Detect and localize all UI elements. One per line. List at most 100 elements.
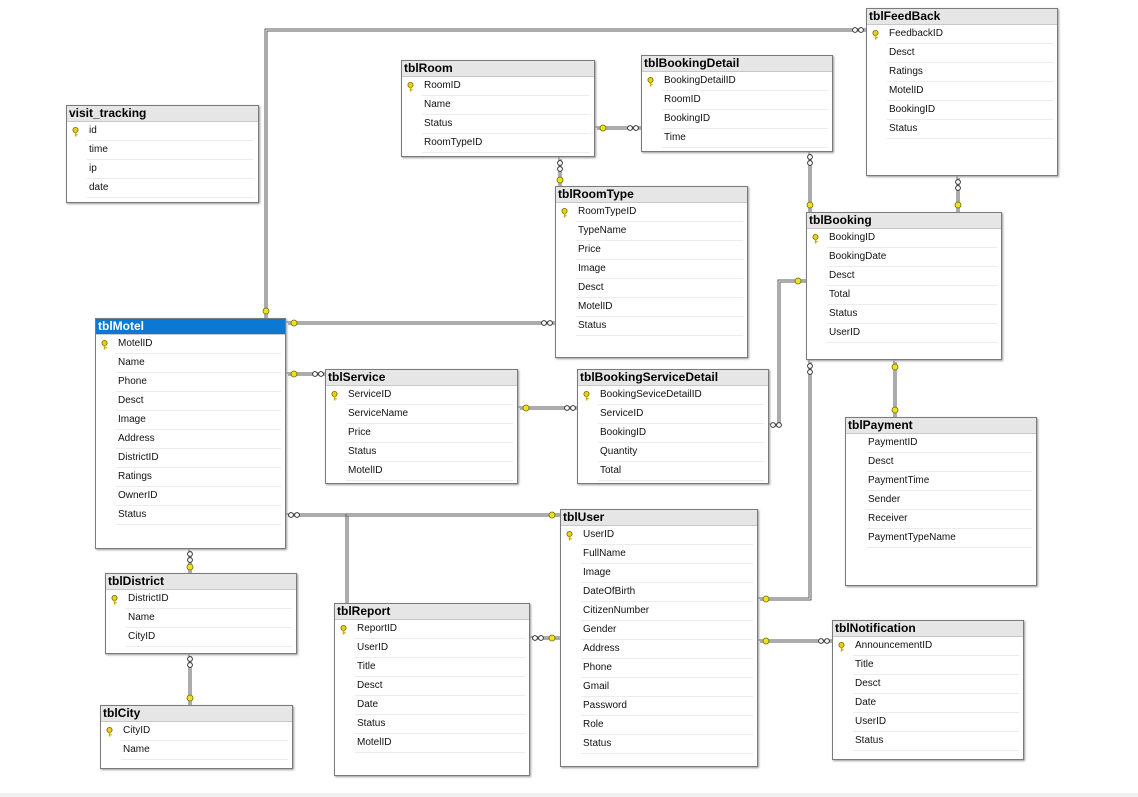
column-row[interactable]: BookingID (812, 229, 997, 248)
column-row[interactable]: Status (346, 443, 513, 462)
column-row[interactable]: Desct (576, 279, 743, 298)
column-row[interactable]: ServiceName (346, 405, 513, 424)
column-row[interactable]: BookingID (662, 110, 828, 129)
column-row[interactable]: UserID (827, 324, 997, 343)
rel-user-booking[interactable] (758, 360, 810, 599)
column-row[interactable]: Status (887, 120, 1053, 139)
column-row[interactable]: AnnouncementID (838, 637, 1019, 656)
column-row[interactable]: date (87, 179, 254, 198)
column-row[interactable]: ServiceID (331, 386, 513, 405)
table-title[interactable]: tblRoomType (556, 187, 747, 203)
column-row[interactable]: Date (355, 696, 525, 715)
column-row[interactable]: PaymentID (866, 434, 1032, 453)
column-row[interactable]: BookingSeviceDetailID (583, 386, 764, 405)
table-title[interactable]: tblRoom (402, 61, 594, 77)
column-row[interactable]: Desct (116, 392, 281, 411)
table-title[interactable]: tblMotel (96, 319, 285, 335)
column-row[interactable]: Time (662, 129, 828, 148)
column-row[interactable]: BookingID (598, 424, 764, 443)
column-row[interactable]: DateOfBirth (581, 583, 753, 602)
column-row[interactable]: Status (827, 305, 997, 324)
column-row[interactable]: Total (827, 286, 997, 305)
column-row[interactable]: Status (355, 715, 525, 734)
column-row[interactable]: Address (581, 640, 753, 659)
column-row[interactable]: Phone (116, 373, 281, 392)
column-row[interactable]: Name (121, 741, 288, 760)
column-row[interactable]: Image (576, 260, 743, 279)
column-row[interactable]: FullName (581, 545, 753, 564)
column-row[interactable]: Gmail (581, 678, 753, 697)
table-title[interactable]: tblBookingServiceDetail (578, 370, 768, 386)
column-row[interactable]: BookingDetailID (647, 72, 828, 91)
column-row[interactable]: FeedbackID (872, 25, 1053, 44)
column-row[interactable]: Status (422, 115, 590, 134)
column-row[interactable]: Desct (866, 453, 1032, 472)
table-title[interactable]: tblUser (561, 510, 757, 526)
column-row[interactable]: CityID (106, 722, 288, 741)
column-row[interactable]: Status (853, 732, 1019, 751)
column-row[interactable]: PaymentTypeName (866, 529, 1032, 548)
table-title[interactable]: tblBooking (807, 213, 1001, 229)
column-row[interactable]: RoomTypeID (561, 203, 743, 222)
column-row[interactable]: UserID (355, 639, 525, 658)
column-row[interactable]: ReportID (340, 620, 525, 639)
column-row[interactable]: UserID (566, 526, 753, 545)
column-row[interactable]: time (87, 141, 254, 160)
column-row[interactable]: UserID (853, 713, 1019, 732)
column-row[interactable]: Sender (866, 491, 1032, 510)
column-row[interactable]: Name (422, 96, 590, 115)
column-row[interactable]: Ratings (887, 63, 1053, 82)
table-title[interactable]: tblService (326, 370, 517, 386)
column-row[interactable]: Title (355, 658, 525, 677)
column-row[interactable]: MotelID (346, 462, 513, 481)
column-row[interactable]: CitizenNumber (581, 602, 753, 621)
column-row[interactable]: RoomID (662, 91, 828, 110)
column-row[interactable]: Total (598, 462, 764, 481)
column-row[interactable]: Desct (887, 44, 1053, 63)
table-title[interactable]: tblCity (101, 706, 292, 722)
column-row[interactable]: Receiver (866, 510, 1032, 529)
column-row[interactable]: Price (576, 241, 743, 260)
rel-motel-feedback[interactable] (264, 28, 866, 318)
column-row[interactable]: BookingDate (827, 248, 997, 267)
column-row[interactable]: Price (346, 424, 513, 443)
rel-booking-bookingservicedetail[interactable] (769, 279, 806, 425)
column-row[interactable]: ip (87, 160, 254, 179)
table-title[interactable]: tblFeedBack (867, 9, 1057, 25)
table-title[interactable]: tblReport (335, 604, 529, 620)
column-row[interactable]: DistrictID (111, 590, 292, 609)
table-title[interactable]: visit_tracking (67, 106, 258, 122)
column-row[interactable]: Status (576, 317, 743, 336)
column-row[interactable]: Desct (355, 677, 525, 696)
column-row[interactable]: RoomTypeID (422, 134, 590, 153)
column-row[interactable]: MotelID (355, 734, 525, 753)
table-title[interactable]: tblNotification (833, 621, 1023, 637)
column-row[interactable]: Quantity (598, 443, 764, 462)
column-row[interactable]: Desct (853, 675, 1019, 694)
column-row[interactable]: Ratings (116, 468, 281, 487)
column-row[interactable]: TypeName (576, 222, 743, 241)
column-row[interactable]: ServiceID (598, 405, 764, 424)
column-row[interactable]: MotelID (101, 335, 281, 354)
column-row[interactable]: CityID (126, 628, 292, 647)
column-row[interactable]: Name (126, 609, 292, 628)
table-title[interactable]: tblPayment (846, 418, 1036, 434)
column-row[interactable]: Address (116, 430, 281, 449)
column-row[interactable]: MotelID (576, 298, 743, 317)
column-row[interactable]: Status (116, 506, 281, 525)
column-row[interactable]: Phone (581, 659, 753, 678)
column-row[interactable]: Status (581, 735, 753, 754)
